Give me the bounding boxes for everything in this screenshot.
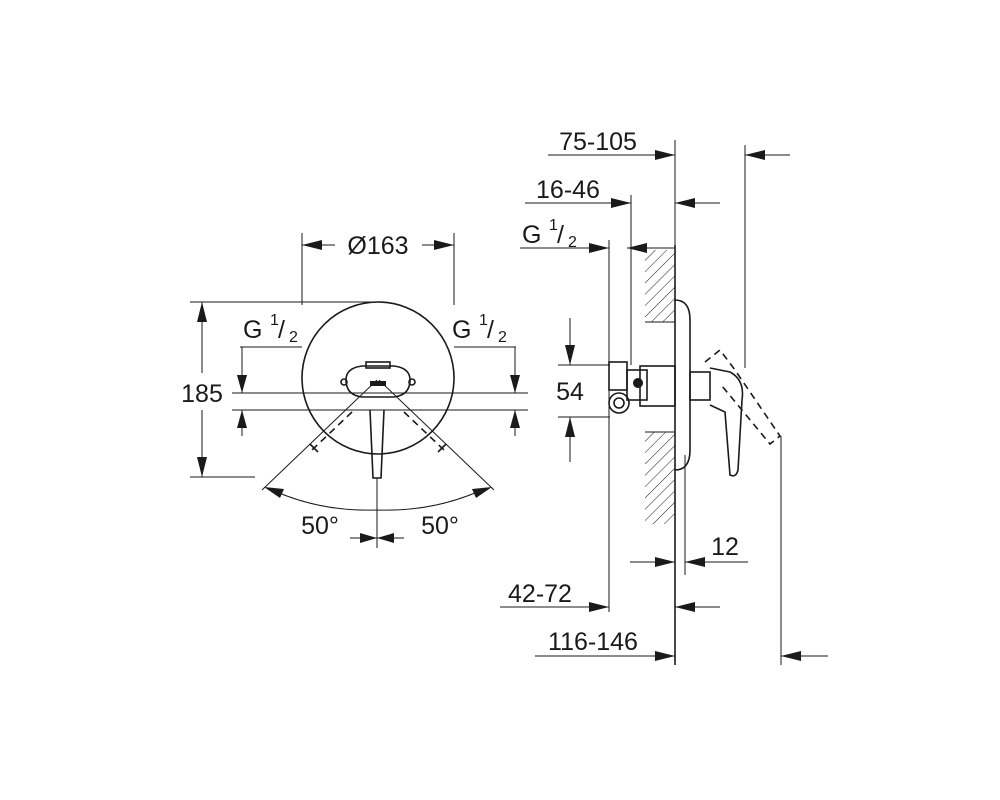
connection-left-den: 2: [289, 329, 298, 346]
lever-rotated-left-dash: [311, 411, 353, 451]
side-connection-den: 2: [568, 234, 577, 251]
angle-bottom-arrow-left: [360, 533, 377, 543]
front-view: Ø163 185 G 1 / 2 G 1 / 2: [181, 232, 528, 548]
connection-right-arrow-top: [510, 375, 520, 393]
side-connection-num: 1: [549, 217, 558, 234]
connection-right-den: 2: [498, 329, 507, 346]
height-label: 185: [181, 380, 223, 408]
lever-side-profile: [709, 367, 744, 477]
wall-upper-hatch: [645, 250, 675, 322]
dim-42-72-arrow-left: [589, 602, 609, 612]
angle-right-label: 50°: [421, 512, 459, 540]
connection-fitting-inner: [613, 397, 625, 409]
lever-side-dashed: [704, 348, 782, 446]
connection-left-arrow-bottom: [237, 410, 247, 428]
lever-rotated-right-dash: [403, 411, 445, 451]
angle-bottom-arrow-right: [377, 533, 394, 543]
angle-left-arrow: [264, 487, 284, 498]
angle-left-label: 50°: [301, 512, 339, 540]
side-connection-slash: /: [557, 221, 564, 249]
dim-116-146-label: 116-146: [548, 628, 638, 656]
dim-54-arrow-bottom: [565, 417, 575, 437]
angle-left-arc: [267, 487, 378, 511]
cover-plate-circle: [301, 301, 455, 455]
dim-75-105-label: 75-105: [559, 128, 637, 156]
side-connection-arrow-right: [627, 243, 647, 253]
connection-right-prefix: G: [452, 316, 471, 344]
dim-42-72-label: 42-72: [508, 580, 572, 608]
side-view: 75-105 16-46 G 1 / 2 54 12: [500, 128, 828, 665]
diameter-arrow-right: [434, 240, 454, 250]
dim-116-146-arrow-left: [655, 651, 675, 661]
cartridge-top-tab: [365, 361, 391, 369]
connection-right-slash: /: [487, 316, 494, 344]
dim-75-105-arrow-left: [655, 150, 675, 160]
lever-right-tip: [437, 443, 447, 453]
dim-12-label: 12: [711, 533, 739, 561]
valve-screw: [633, 378, 643, 388]
dim-16-46-arrow-right: [675, 198, 695, 208]
cartridge-pin-right: [408, 378, 416, 386]
angle-right-arrow: [472, 487, 492, 498]
dim-12-arrow-right: [685, 557, 705, 567]
angle-right-arc: [376, 487, 487, 511]
dim-75-105-arrow-right: [745, 150, 765, 160]
diameter-label: Ø163: [347, 232, 408, 260]
connection-fitting: [608, 392, 630, 414]
connection-right-num: 1: [479, 312, 488, 329]
height-arrow-top: [197, 302, 207, 322]
lever-handle: [369, 409, 385, 479]
wall-lower-hatch: [645, 432, 675, 524]
angle-left-ray: [261, 379, 378, 491]
connection-right-arrow-bottom: [510, 410, 520, 428]
height-arrow-bottom: [197, 457, 207, 477]
dim-116-146-arrow-right: [781, 651, 801, 661]
diameter-arrow-left: [302, 240, 322, 250]
dim-16-46-arrow-left: [611, 198, 631, 208]
valve-side-block: [608, 361, 628, 391]
valve-extension: [689, 371, 711, 401]
side-connection-prefix: G: [522, 221, 541, 249]
dim-54-arrow-top: [565, 345, 575, 365]
connection-left-slash: /: [278, 316, 285, 344]
side-connection-arrow-left: [589, 243, 609, 253]
cartridge-pin-left: [340, 378, 348, 386]
connection-left-arrow-top: [237, 375, 247, 393]
cartridge-slot: [370, 381, 386, 386]
connection-left-prefix: G: [243, 316, 262, 344]
cover-plate-profile: [674, 299, 691, 471]
lever-left-tip: [309, 443, 319, 453]
connection-left-num: 1: [270, 312, 279, 329]
dim-42-72-arrow-right: [675, 602, 695, 612]
angle-right-ray: [378, 379, 495, 491]
dim-16-46-label: 16-46: [536, 176, 600, 204]
dim-12-arrow-left: [655, 557, 675, 567]
dim-54-label: 54: [556, 378, 584, 406]
